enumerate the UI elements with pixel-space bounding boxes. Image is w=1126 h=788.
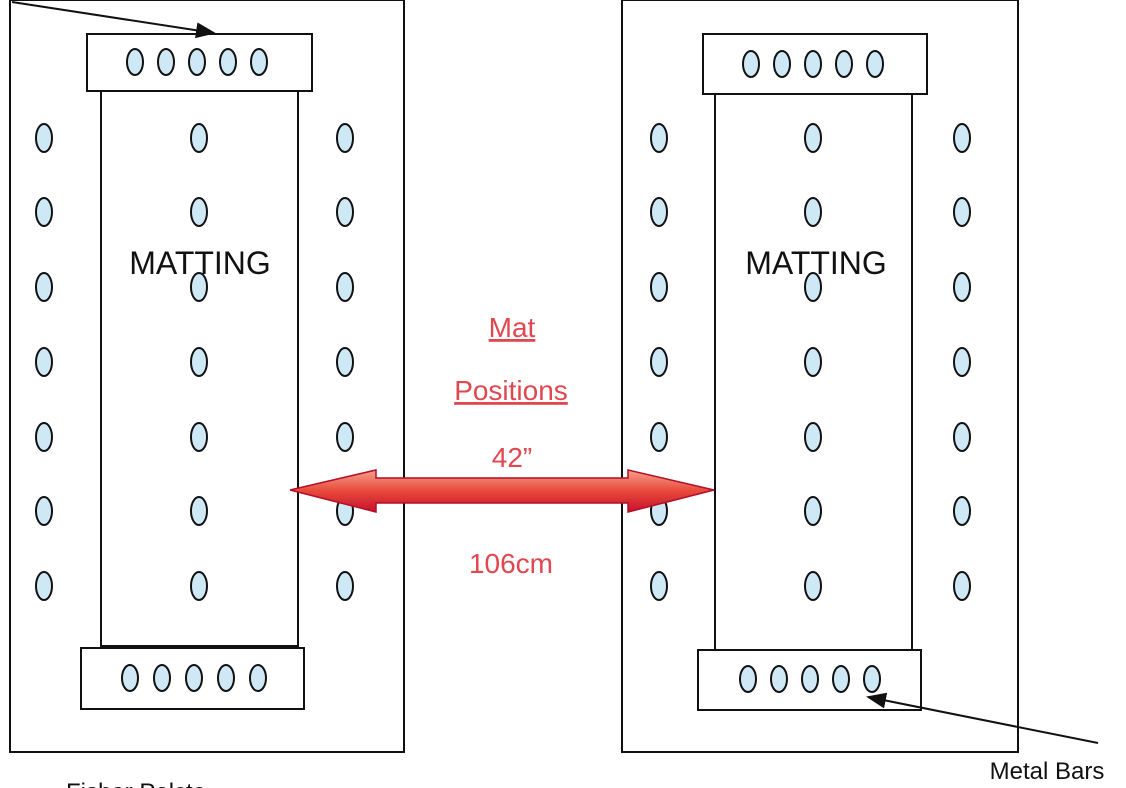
metal-bar-icon bbox=[953, 272, 971, 302]
metal-bar-icon bbox=[650, 571, 668, 601]
positions-label: Positions bbox=[454, 375, 568, 406]
metal-bar-icon bbox=[190, 496, 208, 526]
metal-bar-icon bbox=[219, 48, 237, 76]
metal-bar-icon bbox=[953, 422, 971, 452]
metal-bar-icon bbox=[336, 123, 354, 153]
metal-bar-icon bbox=[804, 272, 822, 302]
metal-bar-icon bbox=[336, 347, 354, 377]
metal-bar-icon bbox=[953, 123, 971, 153]
metal-bar-icon bbox=[804, 347, 822, 377]
metal-bar-icon bbox=[650, 197, 668, 227]
metal-bar-icon bbox=[832, 665, 850, 693]
left-bottom-metal-bars bbox=[121, 664, 267, 692]
metal-bar-icon bbox=[336, 422, 354, 452]
metal-bar-icon bbox=[804, 571, 822, 601]
metal-bar-icon bbox=[650, 123, 668, 153]
metal-bars-label: Metal Bars bbox=[990, 758, 1105, 785]
right-matting-label: MATTING bbox=[745, 245, 887, 281]
metal-bar-icon bbox=[650, 272, 668, 302]
metal-bar-icon bbox=[35, 571, 53, 601]
distance-inches-label: 42” bbox=[492, 442, 532, 473]
right-top-metal-bars bbox=[742, 50, 884, 78]
metal-bar-icon bbox=[35, 123, 53, 153]
metal-bar-icon bbox=[250, 48, 268, 76]
metal-bar-icon bbox=[742, 50, 760, 78]
metal-bar-icon bbox=[190, 347, 208, 377]
metal-bar-icon bbox=[953, 496, 971, 526]
metal-bar-icon bbox=[953, 571, 971, 601]
metal-bar-icon bbox=[35, 197, 53, 227]
metal-bar-icon bbox=[866, 50, 884, 78]
metal-bar-icon bbox=[739, 665, 757, 693]
metal-bar-icon bbox=[35, 347, 53, 377]
metal-bar-icon bbox=[35, 422, 53, 452]
metal-bar-icon bbox=[35, 272, 53, 302]
metal-bar-icon bbox=[336, 272, 354, 302]
metal-bar-icon bbox=[650, 347, 668, 377]
metal-bar-icon bbox=[126, 48, 144, 76]
metal-bar-icon bbox=[804, 123, 822, 153]
metal-bar-icon bbox=[804, 197, 822, 227]
distance-cm-label: 106cm bbox=[469, 548, 553, 579]
metal-bar-icon bbox=[953, 347, 971, 377]
right-bottom-metal-bars bbox=[739, 665, 881, 693]
left-frame-panel: MATTING bbox=[9, 0, 405, 753]
metal-bar-icon bbox=[121, 664, 139, 692]
metal-bar-icon bbox=[336, 571, 354, 601]
metal-bar-icon bbox=[190, 123, 208, 153]
metal-bar-icon bbox=[188, 48, 206, 76]
metal-bar-icon bbox=[190, 422, 208, 452]
top-left-pointer-arrow bbox=[11, 1, 216, 39]
mat-positions-annotation: Mat Positions 42” 106cm bbox=[454, 312, 568, 579]
bottom-left-caption: Fisher Pelcta bbox=[66, 779, 207, 788]
mat-label: Mat bbox=[489, 312, 536, 343]
metal-bar-icon bbox=[336, 197, 354, 227]
metal-bar-icon bbox=[953, 197, 971, 227]
metal-bar-icon bbox=[35, 496, 53, 526]
metal-bar-icon bbox=[249, 664, 267, 692]
metal-bar-icon bbox=[804, 422, 822, 452]
metal-bar-icon bbox=[157, 48, 175, 76]
metal-bar-icon bbox=[217, 664, 235, 692]
metal-bar-icon bbox=[650, 422, 668, 452]
metal-bar-icon bbox=[190, 272, 208, 302]
metal-bars-pointer-arrow bbox=[866, 692, 1099, 744]
left-top-metal-bars bbox=[126, 48, 268, 76]
metal-bar-icon bbox=[863, 665, 881, 693]
right-frame-panel: MATTING bbox=[621, 0, 1019, 753]
metal-bar-icon bbox=[190, 571, 208, 601]
metal-bar-icon bbox=[804, 50, 822, 78]
metal-bar-icon bbox=[190, 197, 208, 227]
metal-bar-icon bbox=[153, 664, 171, 692]
metal-bar-icon bbox=[835, 50, 853, 78]
metal-bar-icon bbox=[773, 50, 791, 78]
metal-bar-icon bbox=[804, 496, 822, 526]
right-metal-bar-columns bbox=[650, 123, 971, 601]
metal-bar-icon bbox=[770, 665, 788, 693]
left-matting-label: MATTING bbox=[129, 245, 271, 281]
metal-bar-icon bbox=[801, 665, 819, 693]
left-metal-bar-columns bbox=[35, 123, 354, 601]
distance-double-arrow bbox=[289, 469, 715, 513]
metal-bar-icon bbox=[185, 664, 203, 692]
